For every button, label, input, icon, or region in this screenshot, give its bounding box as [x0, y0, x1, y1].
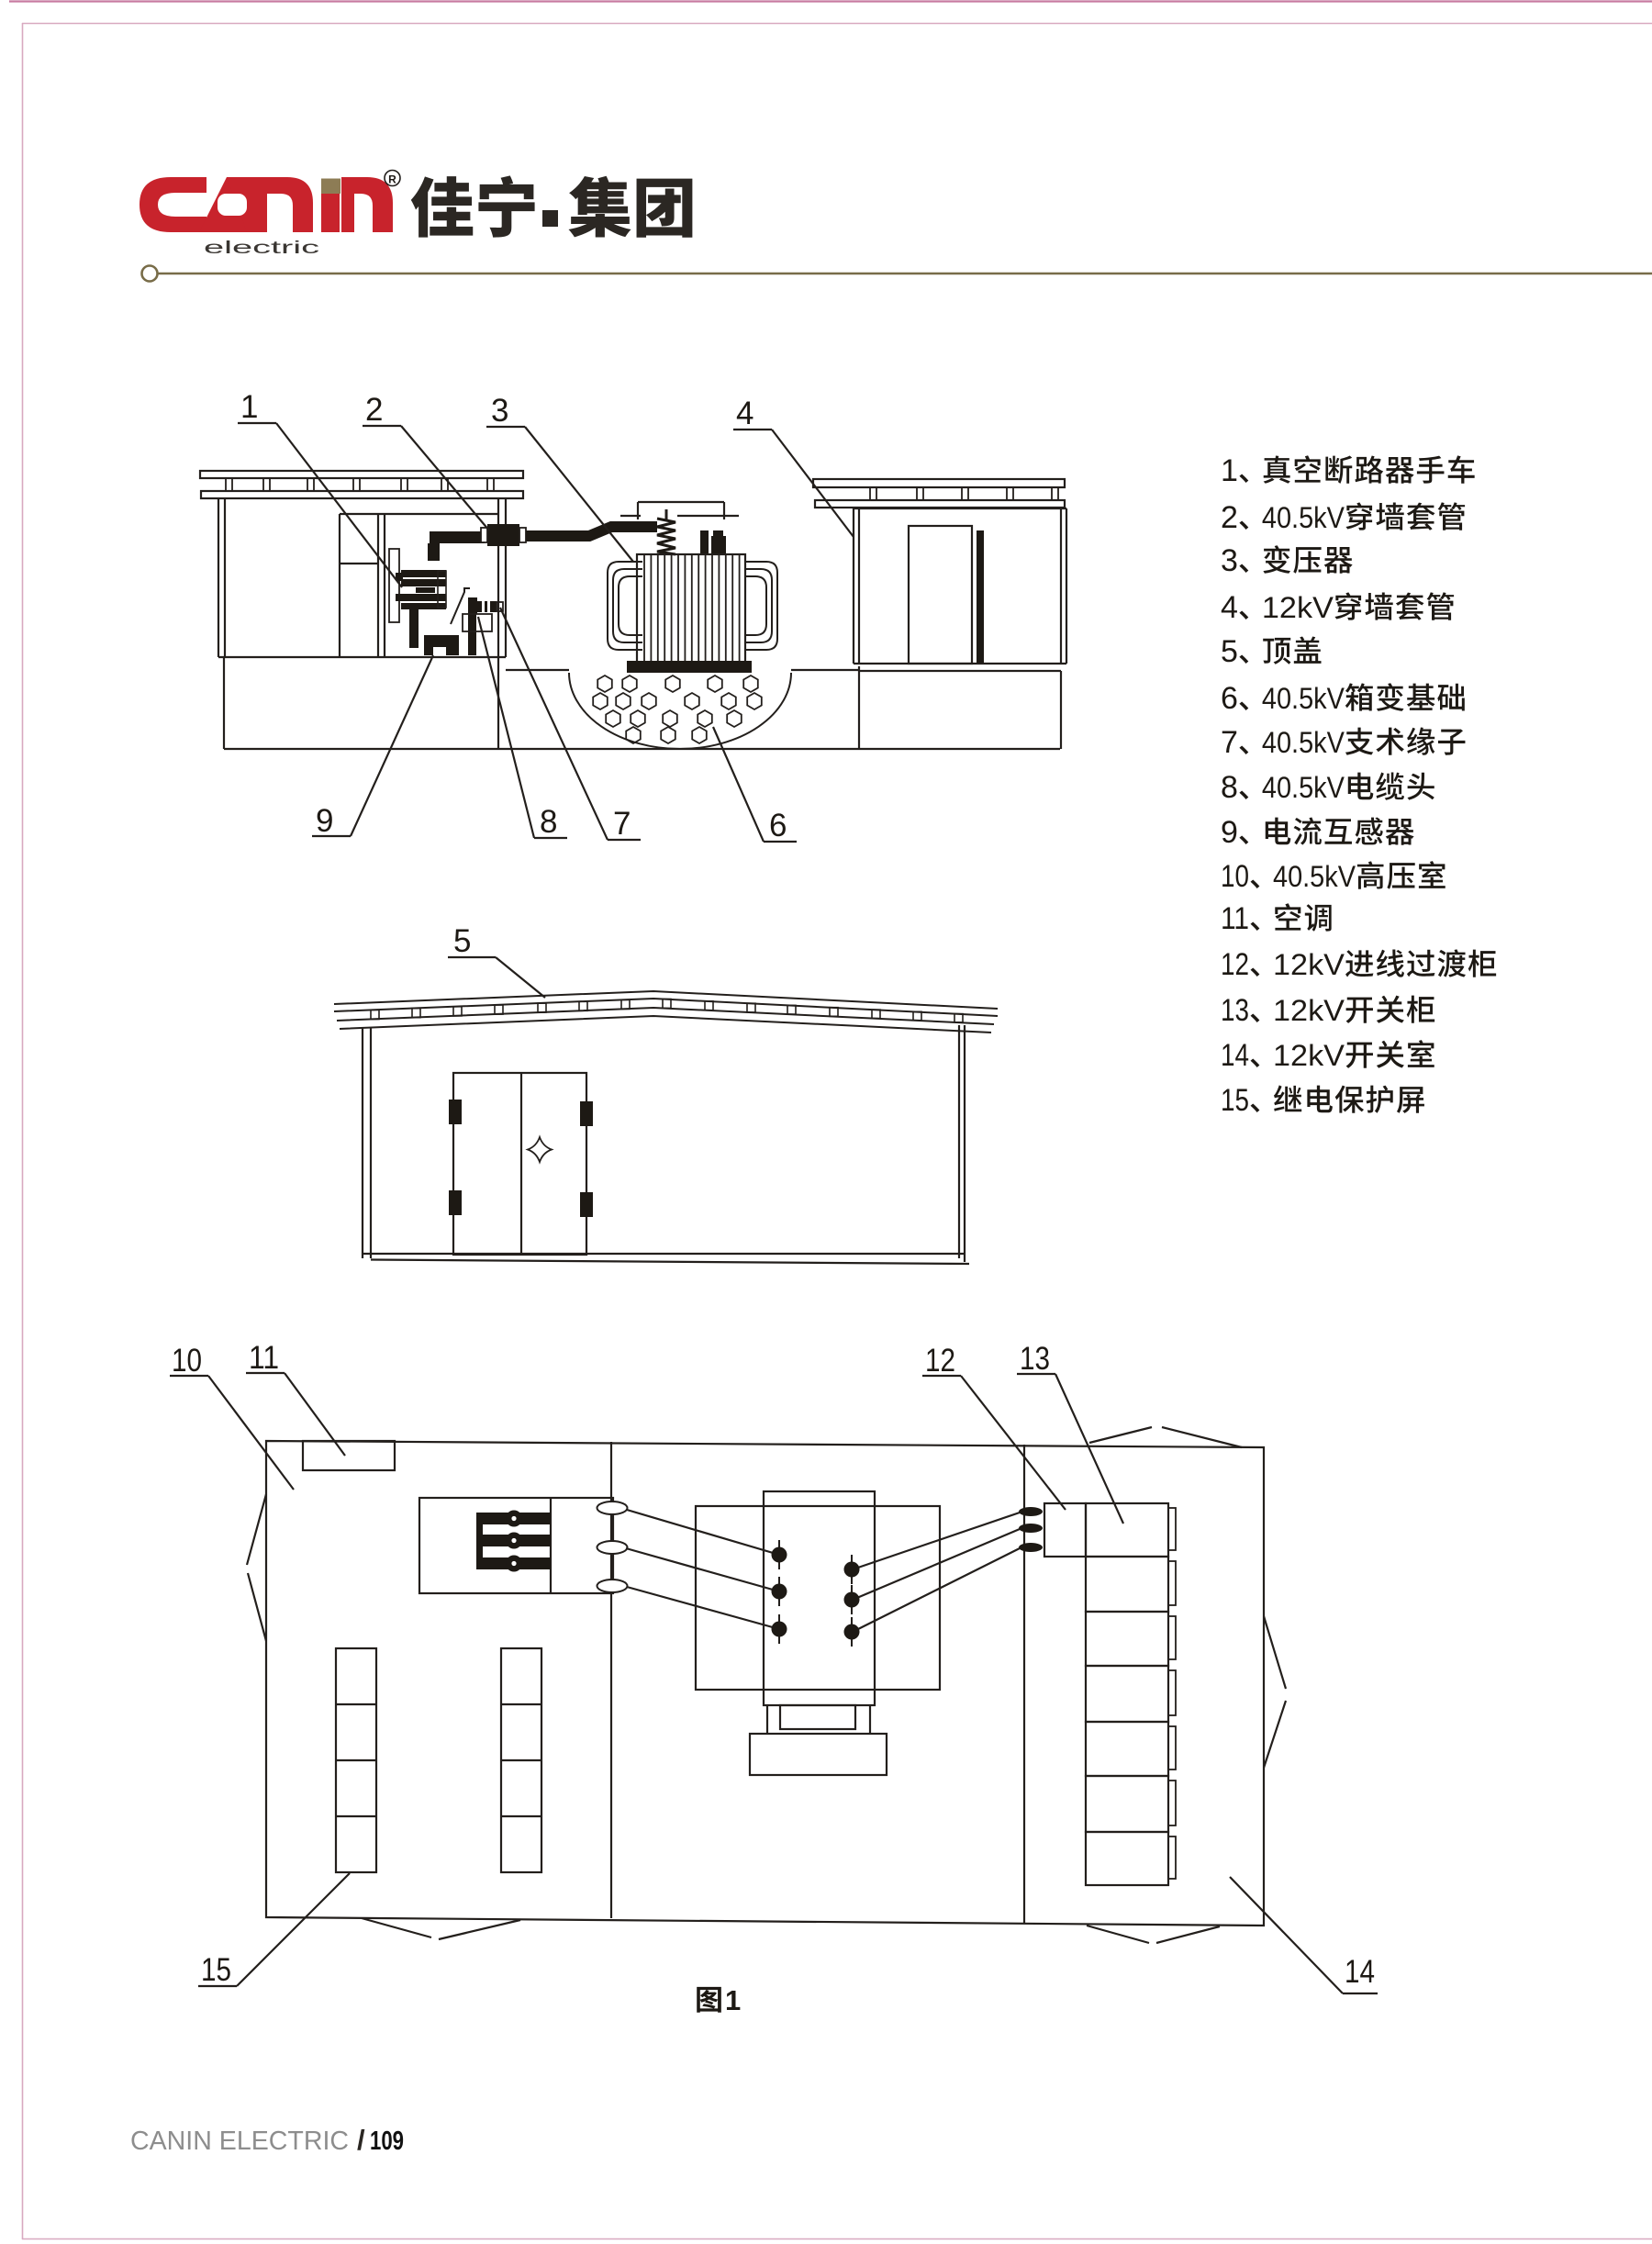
- svg-text:15: 15: [201, 1952, 231, 1988]
- svg-text:7: 7: [1221, 725, 1238, 760]
- svg-text:2: 2: [365, 392, 383, 428]
- svg-text:11: 11: [1221, 901, 1249, 936]
- svg-text:109: 109: [370, 2127, 404, 2156]
- svg-text:7: 7: [613, 806, 631, 842]
- svg-text:9: 9: [1221, 815, 1238, 850]
- svg-text:15: 15: [1221, 1083, 1249, 1118]
- svg-text:8: 8: [1221, 770, 1238, 805]
- svg-text:2: 2: [1221, 500, 1238, 535]
- svg-text:CANIN ELECTRIC: CANIN ELECTRIC: [130, 2127, 349, 2156]
- svg-text:5: 5: [1221, 634, 1238, 669]
- svg-text:40.5kV: 40.5kV: [1262, 501, 1345, 534]
- svg-text:3: 3: [491, 393, 508, 429]
- svg-text:13: 13: [1221, 993, 1249, 1028]
- svg-text:12: 12: [925, 1343, 955, 1379]
- svg-text:40.5kV: 40.5kV: [1262, 682, 1345, 715]
- svg-text:3: 3: [1221, 543, 1238, 578]
- svg-text:4: 4: [736, 396, 753, 431]
- svg-text:12kV: 12kV: [1273, 1039, 1345, 1072]
- svg-text:R: R: [388, 173, 396, 186]
- svg-text:6: 6: [769, 808, 787, 843]
- svg-text:12kV: 12kV: [1273, 994, 1345, 1027]
- svg-text:1: 1: [240, 389, 258, 425]
- svg-text:1: 1: [1221, 453, 1238, 488]
- svg-text:8: 8: [540, 804, 557, 840]
- svg-text:11: 11: [249, 1340, 279, 1376]
- svg-text:14: 14: [1345, 1954, 1375, 1990]
- svg-text:40.5kV: 40.5kV: [1262, 726, 1345, 759]
- svg-text:13: 13: [1020, 1341, 1050, 1377]
- svg-text:12kV: 12kV: [1262, 591, 1334, 624]
- svg-text:12: 12: [1221, 947, 1249, 982]
- svg-text:1: 1: [725, 1984, 741, 2016]
- svg-text:40.5kV: 40.5kV: [1262, 771, 1345, 804]
- svg-text:40.5kV: 40.5kV: [1273, 860, 1356, 893]
- svg-text:4: 4: [1221, 590, 1238, 625]
- svg-text:10: 10: [1221, 859, 1249, 894]
- svg-text:9: 9: [316, 803, 333, 839]
- svg-text:14: 14: [1221, 1038, 1249, 1073]
- svg-text:10: 10: [172, 1343, 202, 1379]
- svg-text:5: 5: [453, 923, 471, 959]
- svg-text:/: /: [357, 2124, 365, 2156]
- svg-text:electric: electric: [204, 239, 319, 258]
- svg-text:12kV: 12kV: [1273, 948, 1345, 981]
- svg-text:6: 6: [1221, 681, 1238, 716]
